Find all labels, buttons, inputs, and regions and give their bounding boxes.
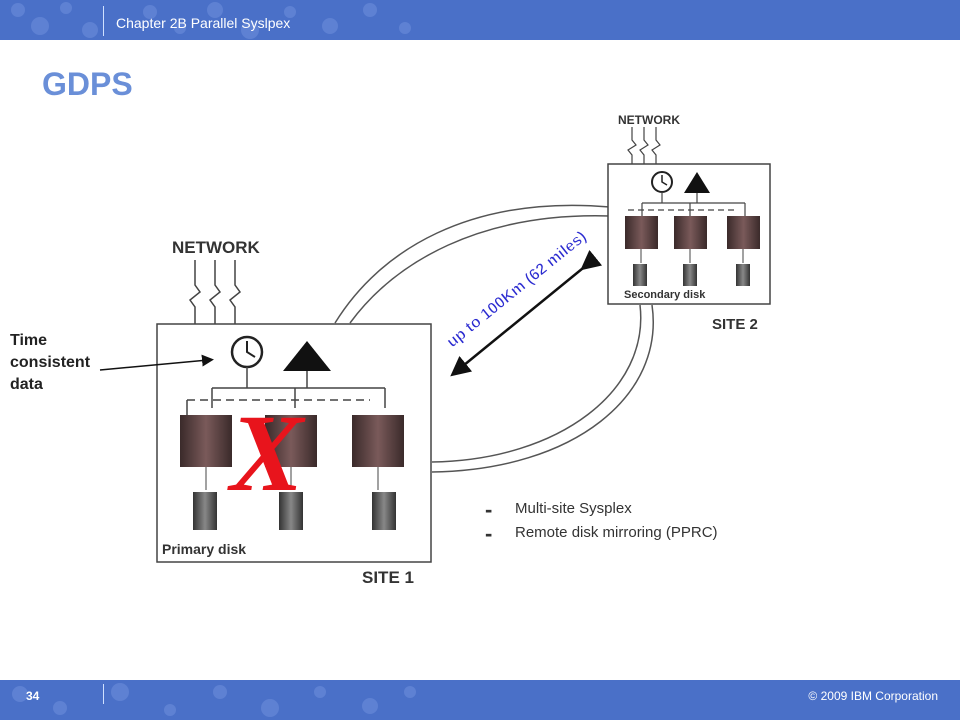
servers-site2 [625,216,760,286]
copyright-text: © 2009 IBM Corporation [808,689,938,703]
legend-dash-2: - [485,521,492,546]
legend: - Multi-site Sysplex - Remote disk mirro… [485,497,718,546]
triangle-icon [283,341,331,371]
disk-icon [372,492,396,530]
annotation-arrow [99,354,214,371]
annotation-line-2: consistent [10,354,91,371]
link-top-inner [349,215,611,324]
distance-label: up to 100Km (62 miles) [444,228,590,351]
link-top-outer [334,204,611,324]
network-icon [188,260,242,324]
server-icon [727,216,760,249]
disk-icon [279,492,303,530]
footer-separator [103,684,104,704]
site-links [334,204,654,473]
legend-dash-1: - [485,497,492,522]
header-separator [103,6,104,36]
site1-label: SITE 1 [362,568,414,587]
site2-label: SITE 2 [712,316,758,333]
link-bottom-inner [431,304,654,473]
network-label-site2: NETWORK [618,113,680,127]
servers-site1 [180,415,404,530]
page-number: 34 [26,689,40,703]
server-icon [352,415,404,467]
annotation-line-1: Time [10,332,48,349]
disk-icon [633,264,647,286]
footer-bar [0,680,960,720]
link-bottom-outer [431,304,642,463]
chapter-title: Chapter 2B Parallel Syslpex [116,15,291,31]
failure-mark: X [227,392,306,514]
network-icon [627,127,661,164]
server-icon [674,216,707,249]
annotation-line-3: data [10,376,43,393]
header-bar [0,0,960,40]
slide-title: GDPS [42,66,133,102]
annotation-text: Time consistent data [10,330,90,396]
server-icon [180,415,232,467]
site2-disk-label: Secondary disk [624,289,706,301]
disk-icon [736,264,750,286]
header-pattern [11,2,411,39]
legend-text-1: Multi-site Sysplex [515,500,632,517]
distance-arrow [450,249,603,377]
disk-icon [193,492,217,530]
footer-pattern [12,683,416,717]
server-icon [625,216,658,249]
network-label-site1: NETWORK [172,238,261,257]
site1-disk-label: Primary disk [162,541,246,557]
legend-text-2: Remote disk mirroring (PPRC) [515,524,718,541]
server-icon [265,415,317,467]
triangle-icon [684,172,710,193]
disk-icon [683,264,697,286]
